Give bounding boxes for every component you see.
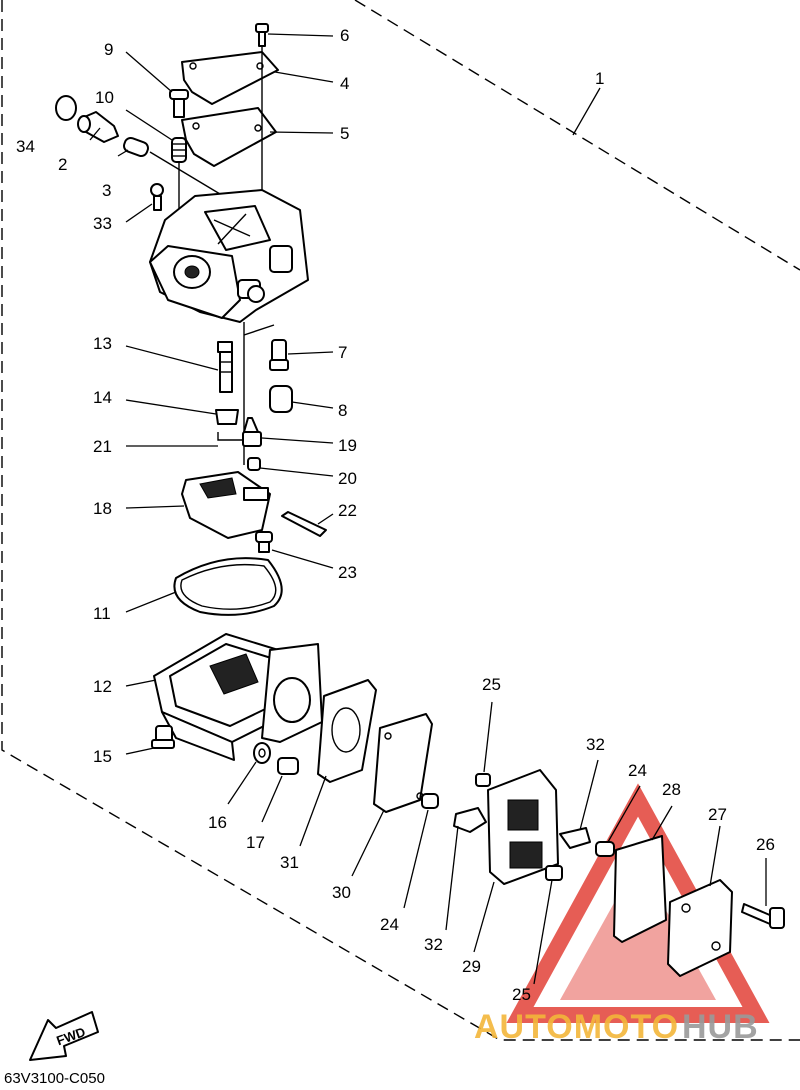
gasket-31 xyxy=(317,679,377,783)
callout-32a: 32 xyxy=(586,735,605,754)
screw-26 xyxy=(741,903,785,929)
callout-13: 13 xyxy=(93,334,112,353)
screw-23 xyxy=(255,531,273,553)
callout-7: 7 xyxy=(338,343,347,362)
callout-9: 9 xyxy=(104,40,113,59)
callout-24a: 24 xyxy=(380,915,399,934)
callout-25b: 25 xyxy=(512,985,531,1004)
fitting-2 xyxy=(77,111,119,143)
callout-4: 4 xyxy=(340,74,349,93)
plug-8 xyxy=(269,385,293,413)
washer-16 xyxy=(253,742,271,764)
callout-12: 12 xyxy=(93,677,112,696)
pump-body-29 xyxy=(487,769,559,885)
callout-26: 26 xyxy=(756,835,775,854)
spring-10 xyxy=(171,137,187,163)
callout-19: 19 xyxy=(338,436,357,455)
callout-17: 17 xyxy=(246,833,265,852)
callout-33: 33 xyxy=(93,214,112,233)
spring-3 xyxy=(123,137,149,157)
valve-32a xyxy=(453,807,487,833)
callout-34: 34 xyxy=(16,137,35,156)
callout-25a: 25 xyxy=(482,675,501,694)
valve-32b xyxy=(559,827,591,849)
needle-valve-19 xyxy=(242,417,262,447)
screw-15 xyxy=(151,725,175,749)
diagram-code: 63V3100-C050 xyxy=(4,1070,105,1087)
float-18 xyxy=(181,471,271,539)
nut-25a xyxy=(475,773,491,787)
callout-3: 3 xyxy=(102,181,111,200)
callout-32b: 32 xyxy=(424,935,443,954)
callout-5: 5 xyxy=(340,124,349,143)
nut-25b xyxy=(545,865,563,881)
nipple-24b xyxy=(595,841,615,857)
watermark-text: AUTOMOTO HUB xyxy=(474,1008,759,1046)
callout-21: 21 xyxy=(93,437,112,456)
nipple-24a xyxy=(421,793,439,809)
callout-14: 14 xyxy=(93,388,112,407)
float-chamber-gasket-11 xyxy=(173,557,283,616)
float-chamber-12 xyxy=(153,633,323,761)
cover-27 xyxy=(667,879,733,977)
callout-16: 16 xyxy=(208,813,227,832)
main-nozzle-13 xyxy=(217,341,233,393)
callout-6: 6 xyxy=(340,26,349,45)
callout-10: 10 xyxy=(95,88,114,107)
callout-28: 28 xyxy=(662,780,681,799)
pilot-screw-7 xyxy=(269,339,289,371)
callout-11: 11 xyxy=(93,604,111,623)
float-pin-22 xyxy=(281,511,327,537)
screw-20 xyxy=(247,457,261,471)
callout-15: 15 xyxy=(93,747,112,766)
callout-2: 2 xyxy=(58,155,67,174)
callout-8: 8 xyxy=(338,401,347,420)
screw-6 xyxy=(255,23,269,47)
callout-18: 18 xyxy=(93,499,112,518)
screw-33 xyxy=(150,183,164,211)
top-cover xyxy=(181,51,279,105)
callout-numbers: 1 2 3 4 5 6 7 8 9 10 11 12 13 14 15 16 1… xyxy=(16,26,775,1004)
leader-lines xyxy=(89,33,767,985)
screw-9 xyxy=(169,89,189,118)
callout-24b: 24 xyxy=(628,761,647,780)
gasket-28 xyxy=(613,835,667,943)
callout-29: 29 xyxy=(462,957,481,976)
callout-27: 27 xyxy=(708,805,727,824)
callout-1: 1 xyxy=(595,69,604,88)
callout-22: 22 xyxy=(338,501,357,520)
callout-23: 23 xyxy=(338,563,357,582)
watermark-part1: AUTOMOTO xyxy=(474,1008,679,1046)
watermark-part2: HUB xyxy=(682,1008,759,1046)
diaphragm-30 xyxy=(373,713,433,813)
o-ring-34 xyxy=(55,95,77,121)
callout-30: 30 xyxy=(332,883,351,902)
plug-17 xyxy=(277,757,299,775)
main-jet-14 xyxy=(215,409,239,425)
carburetor-body xyxy=(149,189,309,323)
callout-20: 20 xyxy=(338,469,357,488)
fwd-arrow: FWD xyxy=(29,1011,99,1061)
callout-31: 31 xyxy=(280,853,299,872)
